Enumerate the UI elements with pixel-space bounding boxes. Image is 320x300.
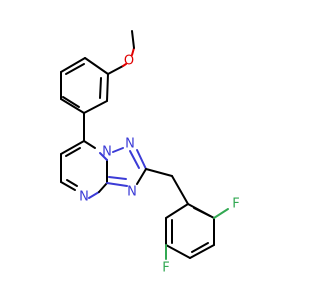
ring-bond xyxy=(83,100,108,114)
c-f-bond-top xyxy=(213,208,229,219)
ring-bond xyxy=(106,73,109,102)
methoxy-group: O xyxy=(107,30,135,75)
fluorine-atom-label-bottom: F xyxy=(162,261,169,276)
ring-bond xyxy=(136,149,147,170)
ring-double-bond xyxy=(129,150,140,169)
ring-bond xyxy=(189,244,215,259)
ring-bond xyxy=(60,140,85,155)
ring-double-bond xyxy=(62,96,80,108)
oxygen-atom-label: O xyxy=(124,54,134,69)
nitrogen-atom-label-bridgehead: N xyxy=(102,145,112,160)
difluorophenyl-ring xyxy=(165,203,215,259)
ring-bond xyxy=(98,182,108,193)
pyrimidine-ring xyxy=(60,140,108,199)
ring-bond xyxy=(112,147,124,153)
c-o-bond-oxygen-side xyxy=(122,63,127,67)
ring-double-bond xyxy=(108,176,127,180)
ring-double-bond xyxy=(193,207,211,217)
molecule-canvas: O N N N N xyxy=(60,30,240,276)
nitrogen-atom-label-triazole-top: N xyxy=(125,137,135,152)
methoxyphenyl-ring xyxy=(60,57,109,114)
nitrogen-atom-label-pyrimidine: N xyxy=(79,190,89,205)
ring-double-bond xyxy=(191,242,209,253)
ring-bond xyxy=(84,57,109,75)
methyl-bond xyxy=(131,30,135,49)
ring-bond xyxy=(99,152,108,161)
methylene-bond xyxy=(171,175,189,205)
ring-bond xyxy=(83,140,96,149)
ring-bond xyxy=(60,57,86,73)
ring-double-bond xyxy=(65,63,85,75)
ring-bond xyxy=(136,168,147,185)
fluorine-atom-label-top: F xyxy=(232,197,239,212)
ring-bond xyxy=(60,181,76,191)
ring-bond xyxy=(106,182,128,187)
ring-double-bond xyxy=(65,147,81,157)
ring-bond xyxy=(88,191,100,199)
ring-double-bond xyxy=(66,179,78,187)
ring-bond xyxy=(165,244,191,259)
c-o-bond xyxy=(107,65,124,75)
triazole-ring xyxy=(106,147,147,187)
ring-bond xyxy=(60,98,85,114)
methylene-bond xyxy=(145,168,173,177)
o-methyl-bond-oxygen-side xyxy=(131,47,135,56)
ring-bond xyxy=(165,203,189,219)
molecule-structure-diagram: O N N N N xyxy=(60,30,240,276)
nitrogen-atom-label-triazole-bottom: N xyxy=(127,185,137,200)
ring-double-bond xyxy=(99,77,102,99)
